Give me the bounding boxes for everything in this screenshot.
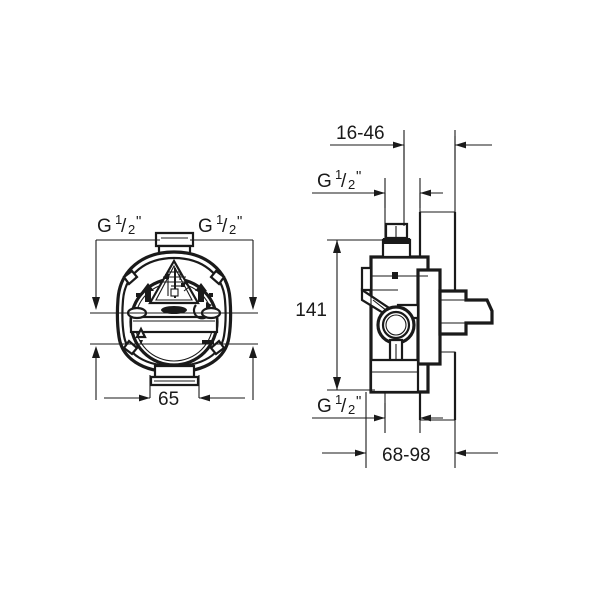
label-g-half-bottom-unit: " bbox=[356, 393, 361, 410]
cartridge-slot bbox=[129, 315, 219, 334]
label-g-half-bottom: G 1 / 2 " bbox=[317, 392, 361, 417]
label-g-half-bottom-slash: / bbox=[341, 396, 347, 417]
top-inlet-nipple bbox=[381, 222, 412, 259]
label-height-141: 141 bbox=[295, 300, 327, 321]
dim-arrow-right-up bbox=[249, 346, 257, 358]
tab-top-right bbox=[209, 269, 226, 286]
top-spigot bbox=[154, 231, 195, 259]
label-g-half-right: G 1 / 2 " bbox=[198, 212, 242, 237]
label-range-68-98: 68-98 bbox=[382, 445, 431, 466]
label-g-half-top-unit: " bbox=[356, 168, 361, 185]
label-g-half-bottom-g: G bbox=[317, 396, 332, 417]
label-g-half-left: G 1 / 2 " bbox=[97, 212, 141, 237]
marking-bar bbox=[202, 340, 214, 344]
dim-arrow-141-up bbox=[333, 240, 341, 253]
label-g-half-top-denominator: 2 bbox=[348, 177, 355, 192]
label-g-half-left-numerator: 1 bbox=[115, 212, 122, 227]
label-g-half-right-g: G bbox=[198, 216, 213, 237]
body-marking bbox=[392, 272, 398, 279]
label-g-half-right-slash: / bbox=[222, 216, 228, 237]
label-g-half-bottom-numerator: 1 bbox=[335, 392, 342, 407]
label-g-half-left-slash: / bbox=[121, 216, 127, 237]
front-view-group bbox=[90, 231, 258, 402]
dim-arrow-left-up bbox=[92, 346, 100, 358]
escutcheon-plate bbox=[416, 268, 442, 366]
marking-oval bbox=[161, 306, 187, 314]
body-flange-left-upper bbox=[360, 266, 373, 292]
label-g-half-bottom-denominator: 2 bbox=[348, 402, 355, 417]
side-outlet-port bbox=[376, 305, 416, 345]
warning-triangle-icon bbox=[135, 326, 147, 345]
label-g-half-top-numerator: 1 bbox=[335, 167, 342, 182]
label-g-half-right-unit: " bbox=[237, 213, 242, 230]
flow-schematic-glyph bbox=[163, 268, 190, 298]
tab-top-left bbox=[122, 269, 139, 286]
label-g-half-left-denominator: 2 bbox=[128, 222, 135, 237]
dim-arrow-right-down bbox=[249, 297, 257, 310]
bottom-lug bbox=[149, 364, 200, 387]
section-view-group bbox=[312, 130, 498, 468]
lower-outlet-block bbox=[369, 358, 420, 394]
label-g-half-top-slash: / bbox=[341, 171, 347, 192]
label-g-half-top: G 1 / 2 " bbox=[317, 167, 361, 192]
label-g-half-left-g: G bbox=[97, 216, 112, 237]
label-g-half-right-numerator: 1 bbox=[216, 212, 223, 227]
label-g-half-left-unit: " bbox=[136, 213, 141, 230]
inlet-arrow-left-icon bbox=[136, 283, 154, 302]
label-width-65: 65 bbox=[158, 389, 179, 410]
label-range-16-46: 16-46 bbox=[336, 123, 385, 144]
label-g-half-right-denominator: 2 bbox=[229, 222, 236, 237]
dim-arrow-left-down bbox=[92, 297, 100, 310]
dim-arrow-141-down bbox=[333, 377, 341, 390]
inlet-arrow-right-icon bbox=[195, 283, 213, 302]
label-g-half-top-g: G bbox=[317, 171, 332, 192]
